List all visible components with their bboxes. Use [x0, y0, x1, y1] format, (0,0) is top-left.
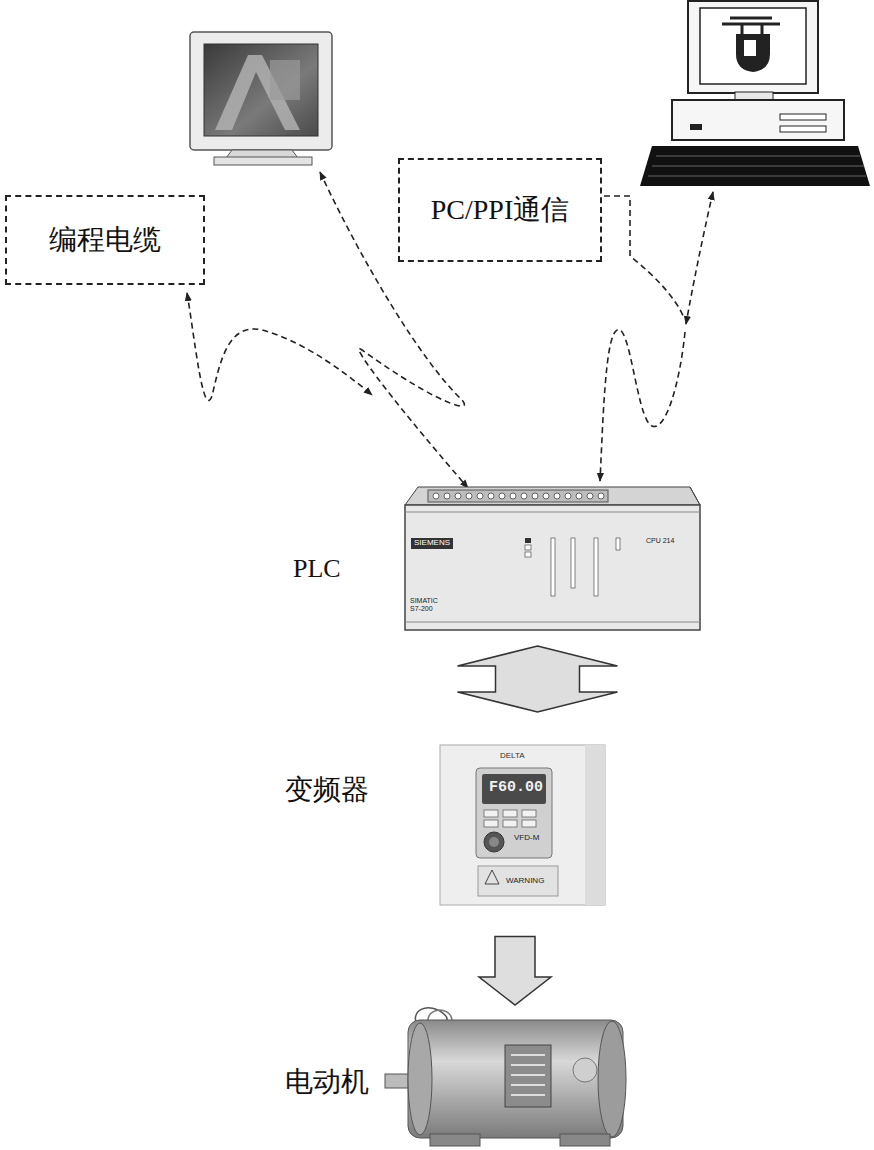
- box-label: PC/PPI通信: [431, 193, 570, 227]
- dashed-label-box: 编程电缆: [5, 195, 205, 285]
- device-marking: SIMATIC S7-200: [410, 597, 448, 612]
- comm-lines: [187, 172, 713, 488]
- plc-node: PLC: [405, 485, 700, 635]
- monitor-icon: [190, 32, 332, 165]
- device-marking: VFD-M: [514, 834, 539, 843]
- block-arrow: [479, 937, 551, 1006]
- device-marking: WARNING: [506, 877, 544, 886]
- box-label: 编程电缆: [49, 223, 161, 257]
- device-marking: DELTA: [500, 752, 525, 761]
- component-label: 变频器: [285, 773, 369, 807]
- motor-node: 电动机: [385, 1010, 630, 1150]
- device-marking: CPU 214: [646, 537, 674, 545]
- motor-illustration: [385, 1008, 626, 1146]
- component-label: 电动机: [285, 1065, 369, 1099]
- block-arrow: [458, 646, 618, 712]
- inverter-illustration: [440, 745, 605, 905]
- plc-illustration: [405, 487, 700, 630]
- device-marking: F60.00: [489, 780, 543, 797]
- device-marking: SIEMENS: [411, 538, 453, 549]
- computer-icon: [640, 1, 870, 186]
- dashed-label-box: PC/PPI通信: [398, 158, 602, 262]
- component-label: PLC: [293, 553, 341, 584]
